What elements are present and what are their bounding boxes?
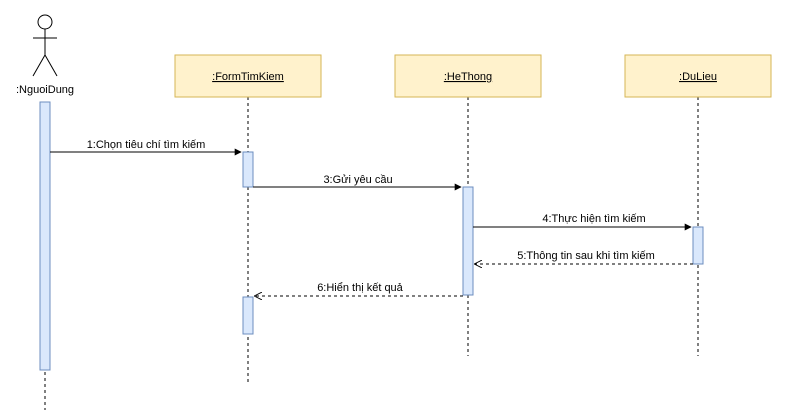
message-label: 5:Thông tin sau khi tìm kiếm [517,250,655,262]
activation-form-2 [242,296,254,335]
object-label: :HeThong [444,71,492,83]
object-label: :DuLieu [679,71,717,83]
actor-label: :NguoiDung [16,84,74,96]
object-hethong: :HeThong [394,54,542,98]
activation-actor [39,101,51,371]
message-6: 6:Hiển thị kết quả [255,282,463,296]
object-label: :FormTimKiem [212,71,284,83]
message-4: 4:Thực hiện tìm kiếm [473,213,692,231]
message-label: 4:Thực hiện tìm kiếm [542,213,645,225]
message-1: 1:Chọn tiêu chí tìm kiếm [50,139,242,156]
message-label: 3:Gửi yêu cầu [323,174,392,186]
object-dulieu: :DuLieu [624,54,772,98]
actor-stick-figure-icon [32,14,58,77]
activation-system [462,186,474,296]
activation-form-1 [242,151,254,188]
actor-nguoidung: :NguoiDung [16,14,74,96]
message-3: 3:Gửi yêu cầu [253,174,462,191]
object-formtimkiem: :FormTimKiem [174,54,322,98]
message-label: 1:Chọn tiêu chí tìm kiếm [87,139,206,151]
message-label: 6:Hiển thị kết quả [317,282,403,294]
activation-data [692,226,704,265]
message-5: 5:Thông tin sau khi tìm kiếm [475,250,693,264]
